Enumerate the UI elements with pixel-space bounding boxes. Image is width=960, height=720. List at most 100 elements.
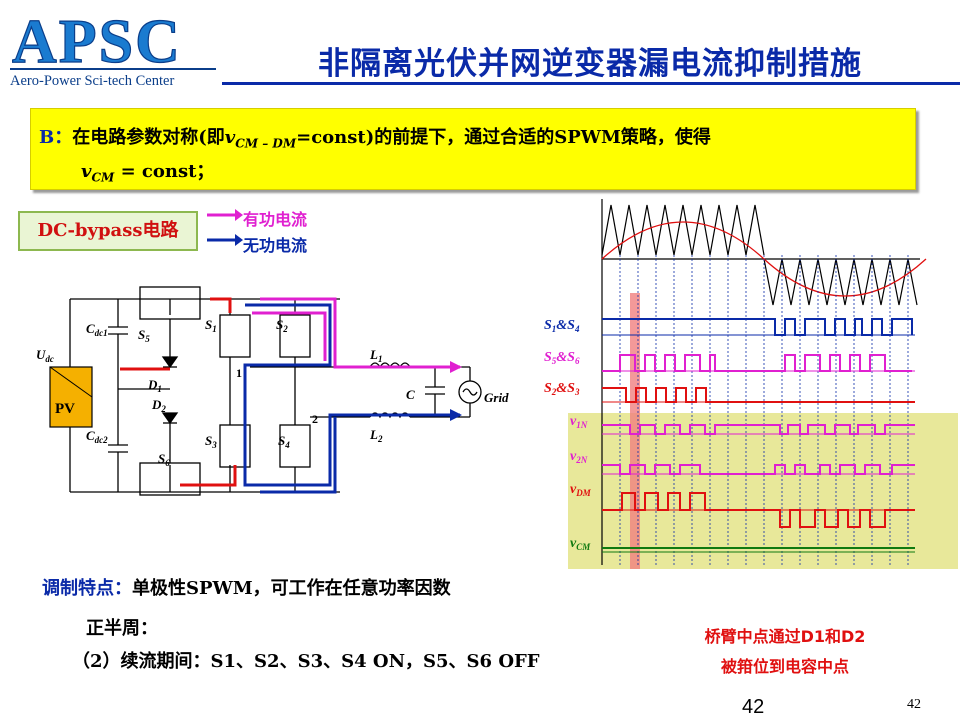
s5-sub: 5 bbox=[145, 334, 150, 344]
cdc2-sub: dc2 bbox=[95, 435, 108, 445]
l2-label: L bbox=[369, 427, 378, 442]
condition-line-1: B：在电路参数对称(即vCM – DM=const)的前提下，通过合适的SPWM… bbox=[39, 123, 711, 151]
svg-text:S3: S3 bbox=[205, 433, 217, 450]
clamp-note-line-2: 被箝位到电容中点 bbox=[720, 657, 849, 676]
s5s6-label-a: S bbox=[544, 350, 552, 365]
s2s3-sub-a: 2 bbox=[551, 387, 557, 397]
s6-label: S bbox=[158, 451, 165, 466]
condition-text-a: 在电路参数对称(即 bbox=[72, 127, 225, 148]
vcm-label: v bbox=[570, 536, 577, 551]
svg-text:L2: L2 bbox=[369, 427, 383, 444]
logo-letters: APSC bbox=[12, 8, 182, 76]
s1s4-label-b: &S bbox=[556, 318, 575, 333]
v-sub-cm: CM bbox=[91, 170, 115, 185]
modulation-text: 单极性SPWM，可工作在任意功率因数 bbox=[132, 578, 451, 599]
s5s6-sub-b: 6 bbox=[575, 356, 580, 366]
d1-sub: 1 bbox=[157, 384, 162, 394]
vdm-label: v bbox=[570, 482, 577, 497]
condition-text-c: = const； bbox=[114, 161, 215, 182]
dc-bypass-label: DC-bypass电路 bbox=[18, 211, 198, 251]
page-title: 非隔离光伏并网逆变器漏电流抑制措施 bbox=[318, 46, 862, 82]
d2-label: D bbox=[151, 397, 162, 412]
svg-text:Cdc1: Cdc1 bbox=[86, 321, 108, 338]
s3-label: S bbox=[205, 433, 212, 448]
svg-text:vDM: vDM bbox=[570, 482, 592, 498]
s1s4-sub-b: 4 bbox=[574, 324, 580, 334]
svg-text:L1: L1 bbox=[369, 347, 382, 364]
s3-sub: 3 bbox=[211, 440, 217, 450]
svg-text:Cdc2: Cdc2 bbox=[86, 428, 108, 445]
v2n-label: v bbox=[570, 449, 577, 464]
svg-text:D2: D2 bbox=[151, 397, 166, 414]
apsc-logo: APSC Aero-Power Sci-tech Center bbox=[10, 7, 216, 88]
v2n-sub: 2N bbox=[575, 455, 588, 465]
cdc1-label: C bbox=[86, 321, 95, 336]
clamp-note-line-1: 桥臂中点通过D1和D2 bbox=[704, 627, 866, 646]
svg-text:vCM: vCM bbox=[570, 536, 591, 552]
pv-label: PV bbox=[55, 401, 75, 417]
freewheel-text: （2）续流期间：S1、S2、S3、S4 ON，S5、S6 OFF bbox=[72, 651, 540, 672]
cdc1-sub: dc1 bbox=[95, 328, 108, 338]
v-symbol-2: v bbox=[81, 161, 92, 182]
cdc2-label: C bbox=[86, 428, 95, 443]
d1-label: D bbox=[147, 377, 158, 392]
s2s3-label-a: S bbox=[544, 381, 552, 396]
legend-active-current: 有功电流 bbox=[243, 210, 308, 229]
legend-arrows bbox=[207, 209, 243, 246]
v-symbol: v bbox=[224, 127, 236, 148]
l1-label: L bbox=[369, 347, 378, 362]
logo-subtitle: Aero-Power Sci-tech Center bbox=[10, 73, 174, 88]
node-1: 1 bbox=[236, 366, 242, 380]
udc-label: U bbox=[36, 347, 46, 362]
c-label: C bbox=[406, 387, 415, 402]
s4-label: S bbox=[278, 433, 285, 448]
page-number-corner: 42 bbox=[907, 697, 921, 712]
udc-sub: dc bbox=[45, 354, 54, 364]
s6-sub: 6 bbox=[165, 458, 170, 468]
svg-text:D1: D1 bbox=[147, 377, 162, 394]
s2s3-label-b: &S bbox=[556, 381, 575, 396]
modulation-label: 调制特点： bbox=[42, 578, 132, 599]
positive-half-label: 正半周： bbox=[86, 618, 158, 639]
svg-text:v2N: v2N bbox=[570, 449, 588, 465]
s1-label: S bbox=[205, 317, 212, 332]
s5s6-label-b: &S bbox=[556, 350, 575, 365]
v1n-sub: 1N bbox=[576, 420, 588, 430]
v1n-label: v bbox=[570, 414, 577, 429]
svg-text:S5&S6: S5&S6 bbox=[544, 350, 580, 366]
svg-text:S1&S4: S1&S4 bbox=[544, 318, 580, 334]
svg-text:S2&S3: S2&S3 bbox=[544, 381, 580, 397]
s2-label: S bbox=[276, 317, 283, 332]
page-number: 42 bbox=[742, 696, 765, 718]
s1-sub: 1 bbox=[212, 324, 217, 334]
condition-box: B：在电路参数对称(即vCM – DM=const)的前提下，通过合适的SPWM… bbox=[30, 108, 916, 190]
s1s4-sub-a: 1 bbox=[552, 324, 557, 334]
title-divider bbox=[222, 82, 960, 85]
s2s3-sub-b: 3 bbox=[574, 387, 580, 397]
s4-sub: 4 bbox=[284, 440, 290, 450]
l2-sub: 2 bbox=[377, 434, 383, 444]
s2-sub: 2 bbox=[282, 324, 288, 334]
vcm-sub: CM bbox=[576, 542, 591, 552]
condition-line-2: vCM = const； bbox=[81, 157, 214, 185]
v-sub-cm-dm: CM – DM bbox=[235, 136, 297, 151]
d2-sub: 2 bbox=[160, 404, 166, 414]
svg-text:S5: S5 bbox=[138, 327, 150, 344]
svg-text:Udc: Udc bbox=[36, 347, 54, 364]
clamp-note: 桥臂中点通过D1和D2 被箝位到电容中点 bbox=[660, 622, 910, 682]
svg-text:S6: S6 bbox=[158, 451, 170, 468]
svg-text:S4: S4 bbox=[278, 433, 290, 450]
svg-text:S1: S1 bbox=[205, 317, 217, 334]
svg-text:S2: S2 bbox=[276, 317, 288, 334]
condition-text-b: =const)的前提下，通过合适的SPWM策略，使得 bbox=[296, 127, 711, 148]
s5-label: S bbox=[138, 327, 145, 342]
node-2: 2 bbox=[312, 412, 318, 426]
legend-reactive-current: 无功电流 bbox=[243, 236, 308, 255]
s5s6-sub-a: 5 bbox=[552, 356, 557, 366]
s1s4-label-a: S bbox=[544, 318, 552, 333]
grid-label: Grid bbox=[484, 390, 509, 405]
vdm-sub: DM bbox=[575, 488, 591, 498]
condition-prefix: B： bbox=[39, 127, 73, 148]
l1-sub: 1 bbox=[378, 354, 383, 364]
modulation-feature: 调制特点：单极性SPWM，可工作在任意功率因数 bbox=[42, 574, 451, 600]
